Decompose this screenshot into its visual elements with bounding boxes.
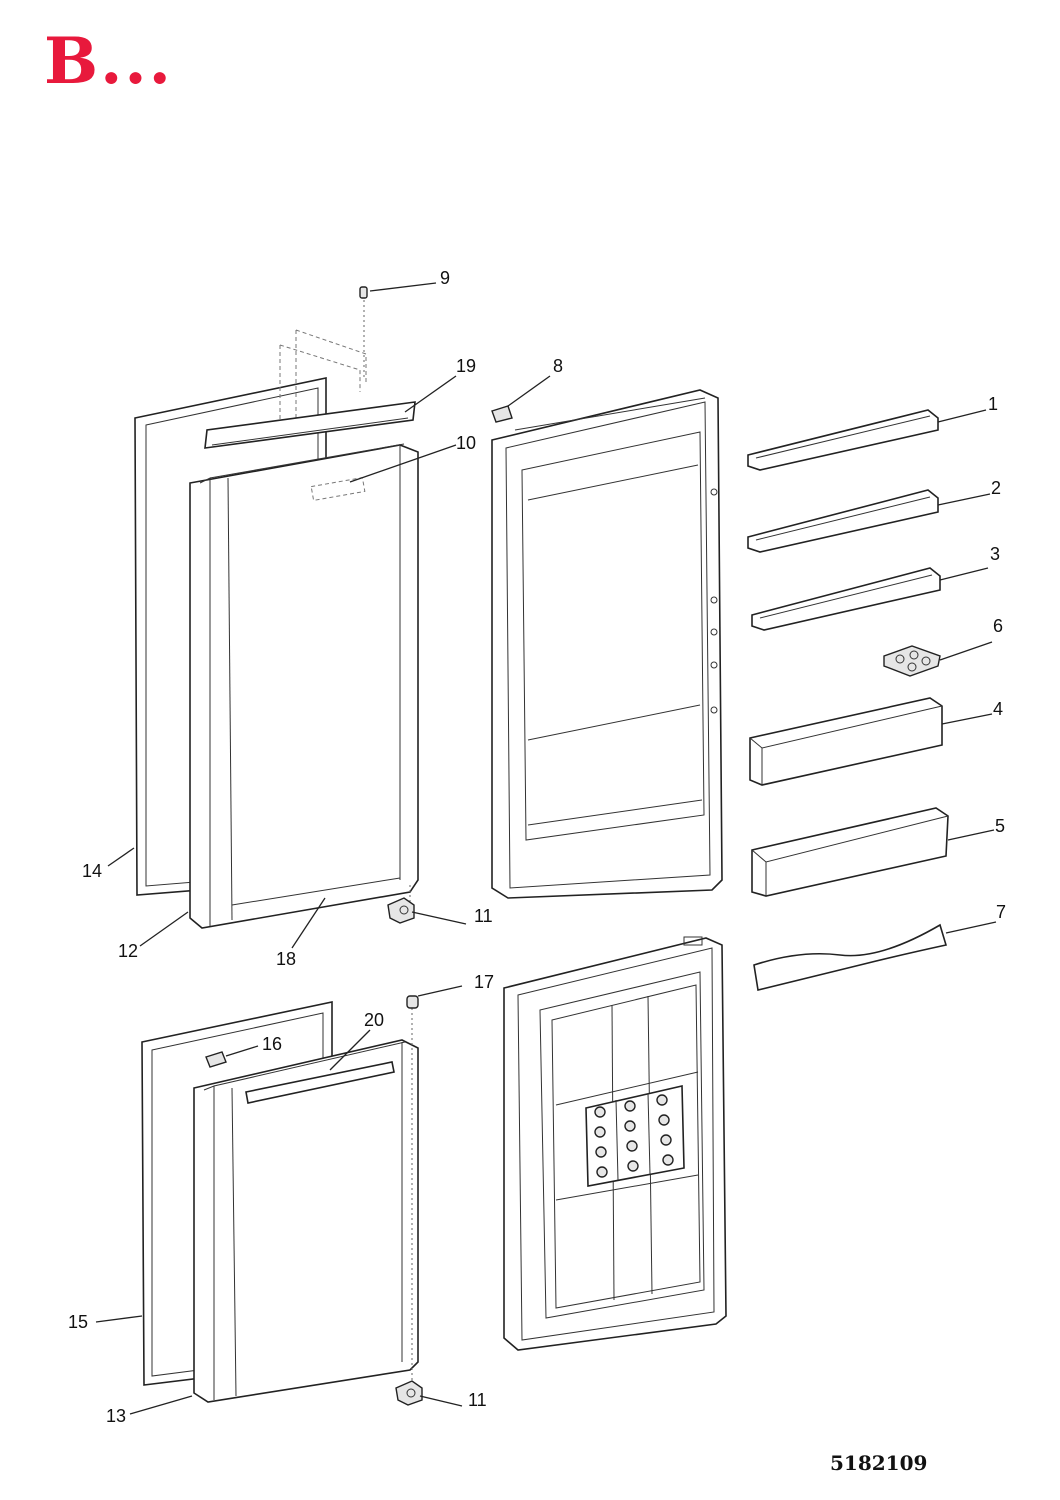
upper-outer-door [189,443,419,929]
upper-door-top-trim [204,401,416,449]
callout-15: 15 [68,1312,88,1332]
callout-4: 4 [993,699,1003,719]
hinge-outline [279,329,367,430]
bottle-retainer-7 [753,923,948,991]
callout-20: 20 [364,1010,384,1030]
lower-bottom-hinge [395,1380,423,1406]
door-shelf-1 [747,409,939,471]
leader-lines [95,282,997,1415]
callout-1: 1 [988,394,998,414]
callout-11-lower: 11 [468,1390,487,1410]
door-shelf-3 [751,567,941,631]
lower-hinge-pin [406,995,419,1009]
callout-8: 8 [553,356,563,376]
drawing-code: 5182109 [830,1451,927,1475]
lower-door-cap [205,1051,227,1068]
egg-tray [883,645,941,677]
door-handle-insert-outline [310,477,366,501]
callout-14: 14 [82,861,102,881]
page-title: B... [44,24,173,99]
callout-7: 7 [996,902,1006,922]
callout-9: 9 [440,268,450,288]
callout-19: 19 [456,356,476,376]
callout-2: 2 [991,478,1001,498]
callout-17: 17 [474,972,494,992]
door-shelf-2 [747,489,939,553]
door-balcony-5 [751,807,949,897]
callout-12: 12 [118,941,138,961]
callout-16: 16 [262,1034,282,1054]
callout-11-upper: 11 [474,906,493,926]
lower-outer-door [193,1039,419,1403]
callout-18: 18 [276,949,296,969]
callout-10: 10 [456,433,476,453]
callout-5: 5 [995,816,1005,836]
callout-6: 6 [993,616,1003,636]
hinge-pin [359,286,368,299]
upper-bottom-hinge [387,897,415,924]
freezer-food-guide-panel [585,1085,685,1187]
door-balcony-4 [749,697,943,786]
upper-inner-door-liner [491,389,723,899]
callout-13: 13 [106,1406,126,1426]
callout-3: 3 [990,544,1000,564]
door-cap [491,405,513,423]
